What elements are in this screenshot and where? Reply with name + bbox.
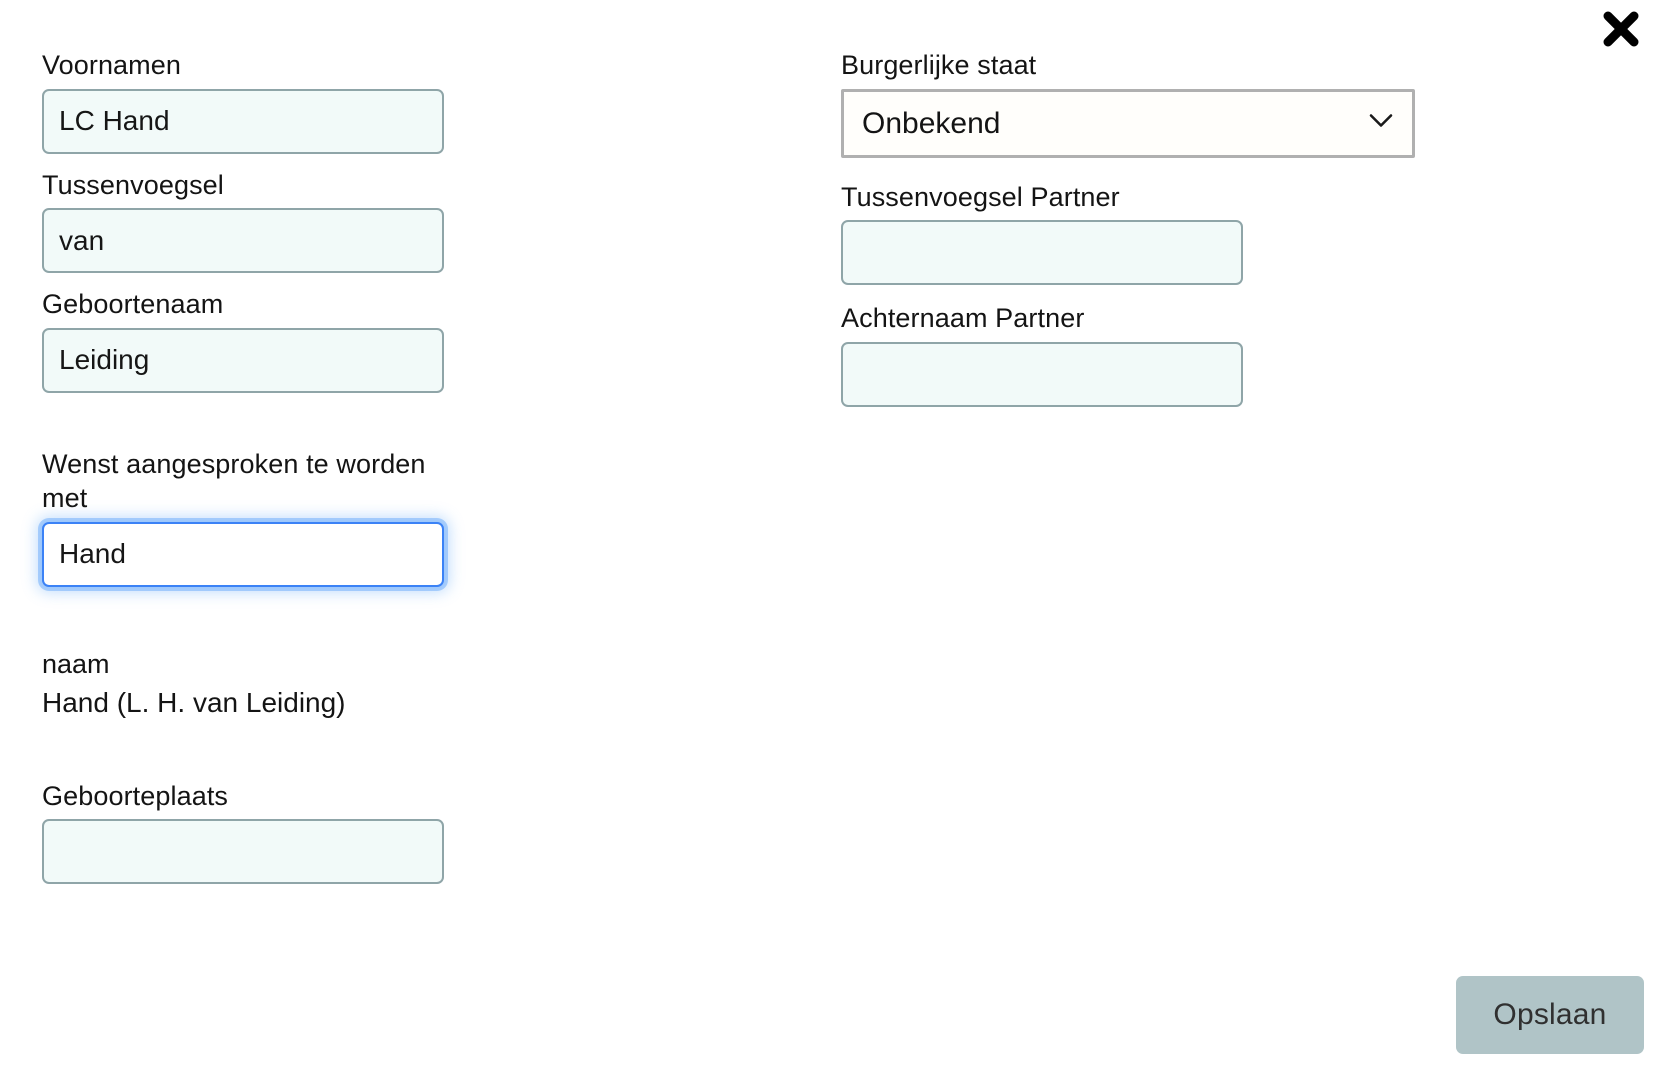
- input-geboortenaam[interactable]: [42, 327, 444, 393]
- input-aanspreekvorm[interactable]: [42, 521, 444, 587]
- label-achternaam-partner: Achternaam Partner: [841, 303, 1085, 334]
- field-aanspreekvorm: Wenst aangesproken te worden met: [42, 447, 444, 587]
- input-geboorteplaats[interactable]: [42, 819, 444, 885]
- field-geboorteplaats: Geboorteplaats: [42, 779, 444, 885]
- field-voornamen: Voornamen: [42, 48, 444, 154]
- save-button[interactable]: Opslaan: [1456, 976, 1644, 1054]
- name-summary: naam Hand (L. H. van Leiding): [42, 645, 444, 723]
- field-tussenvoegsel: Tussenvoegsel: [42, 168, 444, 274]
- close-dialog-button[interactable]: [1598, 6, 1644, 52]
- name-summary-key: naam: [42, 648, 110, 679]
- field-achternaam-partner: Achternaam Partner: [841, 301, 1415, 407]
- close-x-icon: [1600, 8, 1642, 50]
- label-geboorteplaats: Geboorteplaats: [42, 780, 229, 811]
- input-tussenvoegsel-partner[interactable]: [841, 220, 1243, 286]
- field-geboortenaam: Geboortenaam: [42, 287, 444, 393]
- field-tussenvoegsel-partner: Tussenvoegsel Partner: [841, 180, 1415, 286]
- label-tussenvoegsel: Tussenvoegsel: [42, 169, 224, 200]
- left-form-column: Voornamen Tussenvoegsel Geboortenaam Wen…: [42, 48, 444, 898]
- label-voornamen: Voornamen: [42, 50, 181, 80]
- name-summary-value: Hand (L. H. van Leiding): [42, 687, 346, 719]
- input-tussenvoegsel[interactable]: [42, 208, 444, 274]
- label-aanspreekvorm: Wenst aangesproken te worden met: [42, 448, 426, 514]
- input-achternaam-partner[interactable]: [841, 341, 1243, 407]
- right-form-column: Burgerlijke staat Onbekend Tussenvoegsel…: [841, 48, 1415, 421]
- input-voornamen[interactable]: [42, 88, 444, 154]
- select-burgerlijke-staat[interactable]: Onbekend: [841, 88, 1415, 158]
- label-tussenvoegsel-partner: Tussenvoegsel Partner: [841, 181, 1120, 212]
- label-geboortenaam: Geboortenaam: [42, 289, 224, 320]
- field-burgerlijke-staat: Burgerlijke staat Onbekend: [841, 48, 1415, 158]
- burgerlijke-staat-select-wrap: Onbekend: [841, 88, 1415, 158]
- label-burgerlijke-staat: Burgerlijke staat: [841, 50, 1037, 80]
